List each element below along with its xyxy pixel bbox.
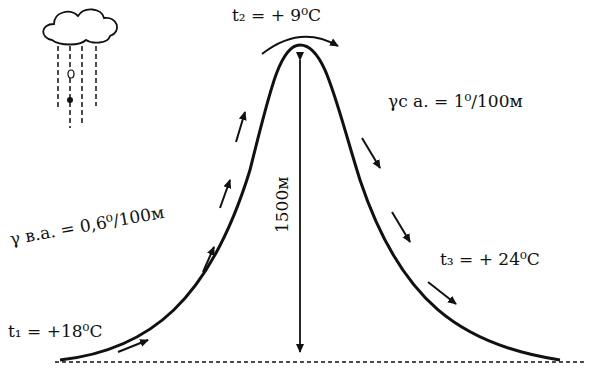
summit-temperature: t₂ = + 9⁰C: [232, 6, 321, 26]
windward-arrows: [118, 112, 245, 352]
ground-line: [55, 361, 585, 363]
height-dimension: 1500м: [273, 175, 293, 236]
rain-lines: [58, 46, 96, 128]
mountain-outline: [60, 45, 560, 360]
cloud: [43, 9, 117, 44]
summit-arrow: [262, 37, 338, 54]
leeward-arrows: [362, 138, 456, 304]
dry-lapse-rate: γс а. = 1⁰/100м: [388, 92, 523, 112]
leeward-temperature: t₃ = + 24⁰C: [440, 250, 540, 270]
height-arrow: [299, 60, 301, 352]
moist-lapse-rate: γ в.а. = 0,6⁰/100м: [8, 203, 165, 249]
rain-drops: [67, 70, 74, 103]
windward-temperature: t₁ = +18⁰C: [8, 322, 102, 342]
